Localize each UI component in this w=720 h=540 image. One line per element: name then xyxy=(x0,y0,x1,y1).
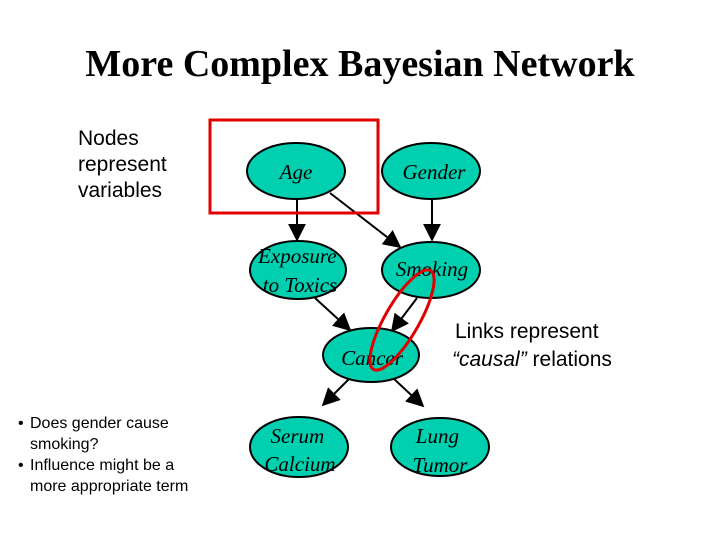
nodes-annotation: Nodes represent variables xyxy=(78,126,208,204)
node-label-smoking: Smoking xyxy=(396,257,468,281)
bullet-line: Does gender cause xyxy=(30,415,169,432)
bullet-item: Influence might be a more appropriate te… xyxy=(18,455,248,497)
relations-word: relations xyxy=(526,348,612,371)
bullet-line: smoking? xyxy=(30,436,99,453)
node-age xyxy=(246,142,346,200)
links-annotation: Links represent “causal” relations xyxy=(452,318,692,374)
nodes-highlight-box xyxy=(208,118,380,215)
edge-smoking-cancer xyxy=(390,297,418,333)
node-label-exposure: Exposure to Toxics xyxy=(257,244,342,297)
node-gender xyxy=(381,142,481,200)
link-highlight-oval xyxy=(368,268,436,372)
node-exposure xyxy=(249,240,347,300)
edge-age-smoking xyxy=(329,192,402,249)
node-label-age: Age xyxy=(278,160,313,184)
nodes-annotation-line: variables xyxy=(78,179,163,202)
node-label-gender: Gender xyxy=(403,160,467,184)
links-annotation-line: “causal” relations xyxy=(452,346,692,374)
bullet-line: Influence might be a xyxy=(30,457,175,474)
edges xyxy=(288,192,441,408)
node-label-serum-calcium: Serum Calcium xyxy=(264,424,335,476)
page-title: More Complex Bayesian Network xyxy=(85,43,635,85)
edge-exposure-cancer xyxy=(314,297,352,332)
node-serum-calcium xyxy=(249,416,349,478)
question-bullets: Does gender cause smoking? Influence mig… xyxy=(18,413,248,497)
causal-word: “causal” xyxy=(452,348,527,371)
nodes-annotation-line: Nodes xyxy=(78,127,139,150)
links-annotation-line: Links represent xyxy=(455,320,599,343)
bullet-line: more appropriate term xyxy=(30,478,189,495)
node-lung-tumor xyxy=(390,417,490,477)
edge-cancer-lung xyxy=(392,377,425,408)
node-label-lung-tumor: Lung Tumor xyxy=(413,424,469,477)
edge-cancer-serum xyxy=(321,377,351,407)
nodes-annotation-line: represent xyxy=(78,153,167,176)
bullet-item: Does gender cause smoking? xyxy=(18,413,248,455)
